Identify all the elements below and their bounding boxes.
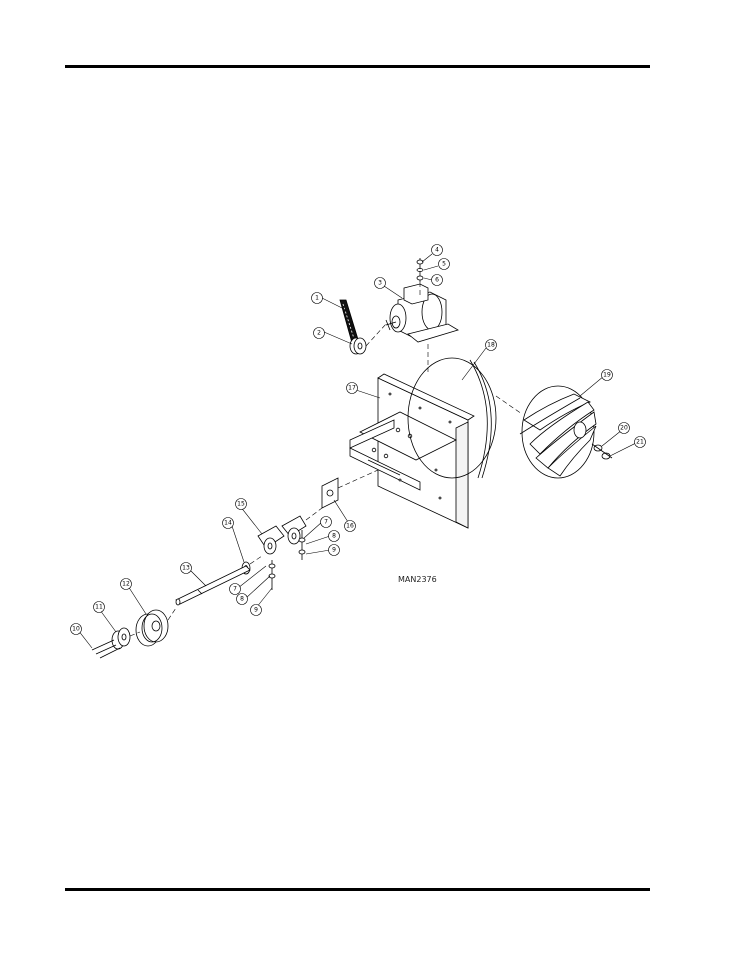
- callout-3-label: 3: [378, 280, 382, 287]
- callout-8-left-label: 8: [240, 596, 244, 603]
- callout-11-label: 11: [95, 604, 103, 611]
- bearing-plate: [322, 478, 338, 508]
- shaft-pulley: [136, 610, 168, 646]
- callout-17-label: 17: [348, 385, 356, 392]
- callout-7-right-label: 7: [324, 519, 328, 526]
- callout-6-label: 6: [435, 277, 439, 284]
- callout-7-right: 7: [321, 517, 332, 528]
- fan-hardware: [592, 444, 612, 459]
- bearings: [258, 516, 306, 554]
- callout-13: 13: [181, 563, 192, 574]
- callout-16-label: 16: [346, 523, 354, 530]
- callout-6: 6: [432, 275, 443, 286]
- drawing-code: MAN2376: [398, 575, 437, 584]
- callout-15-label: 15: [237, 501, 245, 508]
- mounting-panel: [350, 374, 474, 528]
- callout-19: 19: [602, 370, 613, 381]
- callout-2: 2: [314, 328, 325, 339]
- callout-15: 15: [236, 499, 247, 510]
- callout-3: 3: [375, 278, 386, 289]
- callout-8-right: 8: [329, 531, 340, 542]
- callout-9-left-label: 9: [254, 607, 258, 614]
- callout-8-left: 8: [237, 594, 248, 605]
- callout-18: 18: [486, 340, 497, 351]
- callout-12-label: 12: [122, 581, 130, 588]
- callout-14-label: 14: [224, 520, 232, 527]
- motor: [386, 284, 458, 342]
- callout-18-label: 18: [487, 342, 495, 349]
- callout-5: 5: [439, 259, 450, 270]
- callout-21-label: 21: [636, 439, 644, 446]
- callout-7-left-label: 7: [233, 586, 237, 593]
- callout-5-label: 5: [442, 261, 446, 268]
- callout-9-left: 9: [251, 605, 262, 616]
- callout-10-label: 10: [72, 626, 80, 633]
- callout-11: 11: [94, 602, 105, 613]
- callout-2-label: 2: [317, 330, 321, 337]
- callout-20-label: 20: [620, 425, 628, 432]
- callout-9-right: 9: [329, 545, 340, 556]
- callout-20: 20: [619, 423, 630, 434]
- fan-wheel: [520, 386, 596, 478]
- callout-4: 4: [432, 245, 443, 256]
- callout-1: 1: [312, 293, 323, 304]
- callout-9-right-label: 9: [332, 547, 336, 554]
- callout-16: 16: [345, 521, 356, 532]
- callout-12: 12: [121, 579, 132, 590]
- callout-7-left: 7: [230, 584, 241, 595]
- callout-8-right-label: 8: [332, 533, 336, 540]
- callout-19-label: 19: [603, 372, 611, 379]
- callout-14: 14: [223, 518, 234, 529]
- callout-4-label: 4: [435, 247, 439, 254]
- callout-17: 17: [347, 383, 358, 394]
- callout-21: 21: [635, 437, 646, 448]
- callout-13-label: 13: [182, 565, 190, 572]
- callout-1-label: 1: [315, 295, 319, 302]
- callout-10: 10: [71, 624, 82, 635]
- motor-pulley: [350, 338, 366, 354]
